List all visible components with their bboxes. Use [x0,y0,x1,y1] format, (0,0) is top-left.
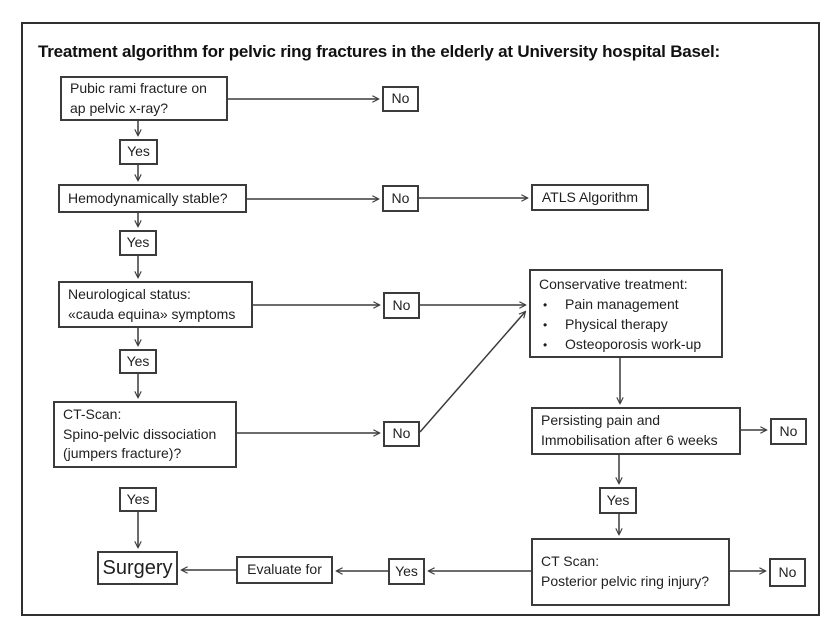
question-line: CT-Scan: [63,405,122,422]
outcome-surgery: Surgery [97,551,178,585]
question-line: Hemodynamically stable? [68,189,228,206]
question-ctscan-posterior: CT Scan: Posterior pelvic ring injury? [531,538,730,606]
question-neurological-status: Neurological status: «cauda equina» symp… [58,281,253,328]
answer-yes-neurological: Yes [119,349,157,374]
question-line: Immobilisation after 6 weeks [541,432,718,448]
bullet-item: • Physical therapy [539,315,713,335]
step-evaluate-for: Evaluate for [236,556,333,584]
diagram-title: Treatment algorithm for pelvic ring frac… [38,42,721,61]
answer-no-neurological: No [383,292,420,319]
question-line: «cauda equina» symptoms [68,305,236,322]
question-hemodynamically-stable: Hemodynamically stable? [58,184,247,213]
answer-yes-hemodynamic: Yes [119,230,157,256]
answer-yes-ctscan-posterior: Yes [388,558,425,585]
answer-label: Yes [126,490,150,507]
outcome-label: Surgery [102,556,173,579]
answer-no-ctscan-spino: No [383,421,420,447]
question-ctscan-spino-pelvic: CT-Scan: Spino-pelvic dissociation (jump… [53,401,237,468]
question-pubic-rami-fracture: Pubic rami fracture on ap pelvic x-ray? [60,76,228,121]
answer-label: Yes [127,143,150,160]
answer-label: No [391,90,410,107]
answer-label: Yes [126,352,150,369]
answer-label: No [779,422,798,439]
answer-label: No [391,189,410,206]
step-label: Evaluate for [247,561,322,578]
outcome-label: ATLS Algorithm [541,188,639,205]
outcome-conservative-treatment: Conservative treatment: • Pain managemen… [529,269,723,358]
bullet-icon: • [543,297,548,312]
answer-yes-ctscan-spino: Yes [119,487,157,512]
bullet-icon: • [543,337,548,352]
answer-label: Yes [126,234,150,251]
answer-no-hemodynamic: No [382,185,419,212]
question-line: (jumpers fracture)? [63,445,182,462]
question-line: Posterior pelvic ring injury? [541,573,710,589]
bullet-item: • Osteoporosis work-up [539,335,713,355]
answer-yes-pubic-rami: Yes [119,139,158,165]
question-line: Pubic rami fracture on [70,79,207,96]
bullet-icon: • [543,317,548,332]
bullet-item: • Pain management [539,295,713,315]
answer-label: No [778,563,797,580]
answer-yes-persisting-pain: Yes [599,487,637,514]
bullet-label: Osteoporosis work-up [565,335,702,352]
conservative-title: Conservative treatment: [539,276,688,292]
question-line: CT Scan: [541,553,600,570]
answer-no-ctscan-posterior: No [769,558,806,587]
answer-no-pubic-rami: No [382,86,419,112]
outcome-atls-algorithm: ATLS Algorithm [531,184,649,211]
bullet-label: Physical therapy [565,315,668,332]
answer-label: No [392,425,411,442]
question-line: Persisting pain and [541,412,661,429]
answer-label: Yes [395,562,418,579]
question-line: Spino-pelvic dissociation [63,425,217,442]
answer-no-persisting-pain: No [770,418,807,445]
answer-label: No [392,296,411,313]
question-line: Neurological status: [68,285,191,302]
question-line: ap pelvic x-ray? [70,99,169,116]
answer-label: Yes [606,491,630,508]
bullet-label: Pain management [565,295,679,312]
question-persisting-pain: Persisting pain and Immobilisation after… [531,407,741,455]
